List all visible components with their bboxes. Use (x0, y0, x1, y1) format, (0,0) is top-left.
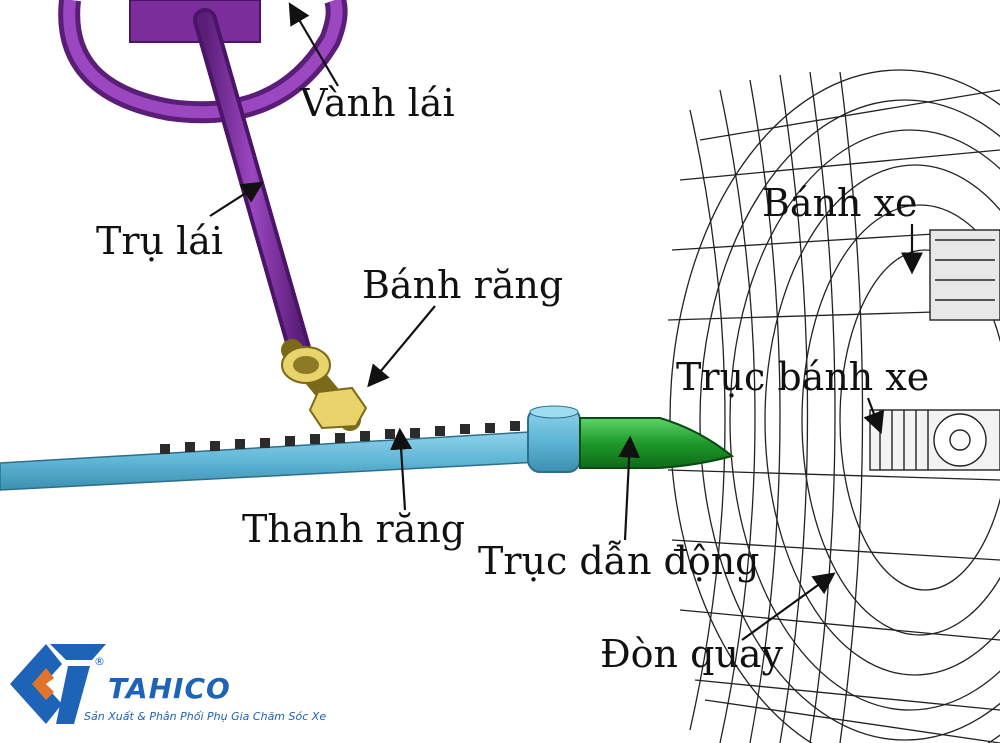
arrow-banh-rang (367, 305, 436, 388)
arrow-thanh-rang (390, 427, 413, 511)
steering-column (193, 8, 312, 364)
arrow-don-quay (741, 572, 836, 641)
brand-tagline: Sản Xuất & Phân Phối Phụ Gia Chăm Sóc Xe (84, 710, 327, 723)
label-truc-banh-xe: Trục bánh xe (676, 355, 930, 399)
label-truc-dan-dong: Trục dẫn động (478, 539, 760, 583)
label-don-quay: Đòn quay (600, 632, 784, 676)
pinion-gear (281, 339, 368, 431)
registered-mark: ® (94, 655, 105, 668)
rack-teeth (160, 421, 520, 454)
label-thanh-rang: Thanh răng (242, 507, 466, 551)
label-tru-lai: Trụ lái (96, 219, 224, 263)
wheel-hub (869, 229, 1000, 471)
arrow-truc-banh-xe (863, 397, 885, 435)
callout-arrows (209, 2, 923, 641)
rack-coupling (527, 405, 581, 473)
label-vanh-lai: Vành lái (300, 81, 455, 125)
arrow-truc-dan-dong (618, 435, 641, 541)
tahico-logo-icon (10, 644, 106, 724)
drive-shaft (579, 417, 735, 469)
label-banh-xe: Bánh xe (762, 181, 918, 225)
arrow-tru-lai (209, 181, 264, 217)
arrow-vanh-lai (288, 2, 339, 87)
brand-name: TAHICO (108, 672, 231, 705)
label-banh-rang: Bánh răng (362, 263, 564, 307)
